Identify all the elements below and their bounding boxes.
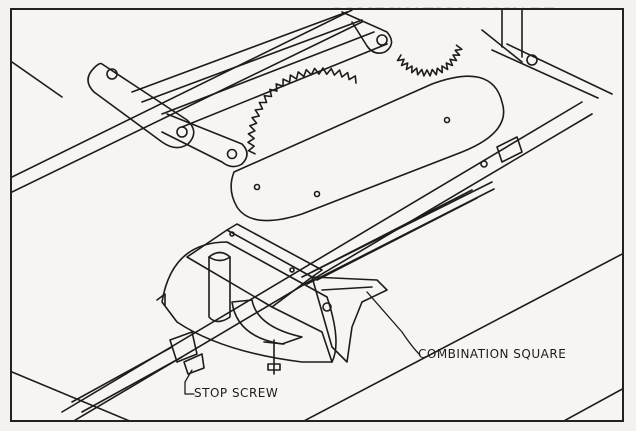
combination-square (311, 189, 478, 363)
callout-stop-screw: STOP SCREW (194, 386, 279, 400)
miter-slot (61, 101, 593, 420)
saw-blade (247, 44, 463, 155)
fence-rails (131, 10, 613, 128)
callout-combination-square: COMBINATION SQUARE (418, 347, 567, 361)
blade-teeth (247, 67, 357, 155)
saw-table (12, 10, 622, 420)
miter-gauge (156, 223, 337, 375)
table-insert (230, 75, 505, 222)
guard-linkage (87, 11, 393, 168)
table-saw-diagram (12, 10, 622, 420)
miter-bar (71, 331, 205, 413)
figure-frame (10, 8, 624, 422)
blade-teeth-upper (396, 44, 463, 77)
callout-leaders (184, 291, 421, 395)
